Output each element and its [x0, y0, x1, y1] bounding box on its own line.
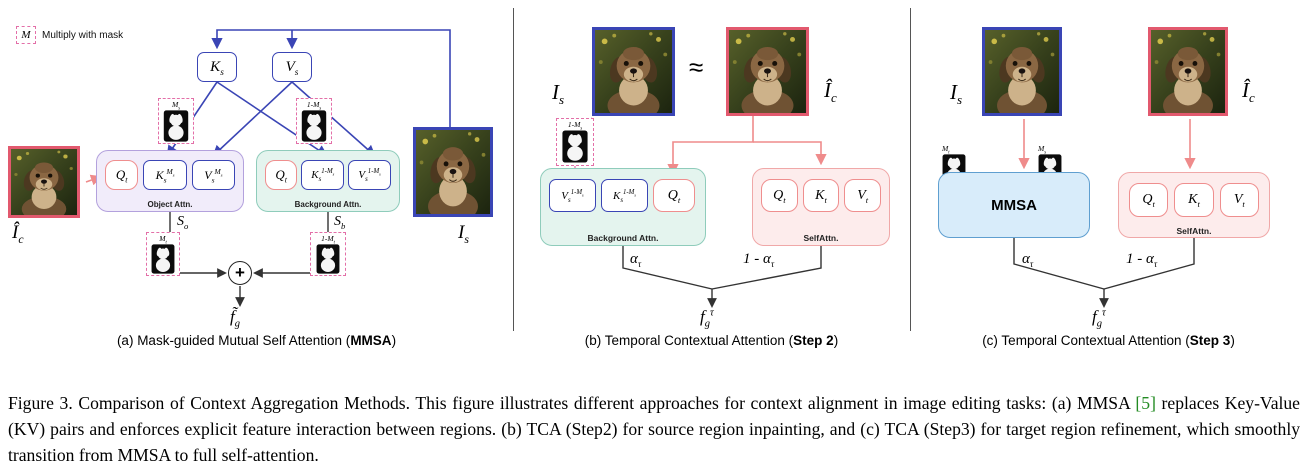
edited-image	[8, 146, 80, 218]
value-source-box: Vs	[272, 52, 312, 82]
mmsa-block: MMSA	[938, 172, 1090, 238]
object-attn-label: Object Attn.	[147, 200, 193, 209]
sum-operator: +	[228, 261, 252, 285]
panel-a-caption: (a) Mask-guided Mutual Self Attention (M…	[116, 333, 397, 348]
mask-thumbnail-ms: Ms	[158, 98, 194, 144]
self-attn-label: SelfAttn.	[803, 233, 839, 243]
background-attn-label: Background Attn.	[587, 233, 659, 243]
puppy-photo	[416, 130, 490, 214]
mask-legend-label: Multiply with mask	[42, 30, 124, 41]
mask-thumbnail-1mt: 1-Mt	[310, 232, 346, 276]
mask-thumbnail-ms: Ms	[1038, 144, 1068, 188]
value-box: Vt	[1219, 183, 1259, 217]
one-minus-alpha-label: 1 - ατ	[743, 251, 775, 270]
query-box: Qt	[653, 179, 695, 212]
query-box: Qt	[761, 179, 798, 212]
masked-value-box: VsMs	[191, 160, 236, 190]
self-attn-block: Qt Kt Vt SelfAttn.	[1118, 172, 1270, 238]
masked-key-box: Ks1-Ms	[301, 160, 345, 190]
mask-thumbnail-1ms: 1-Ms	[296, 98, 332, 144]
panel-b-output-label: fgτ	[700, 307, 714, 330]
object-score-label: So	[177, 214, 189, 231]
alpha-weight-label: ατ	[1022, 251, 1034, 270]
key-box: Kt	[802, 179, 840, 212]
mask-silhouette	[163, 109, 189, 142]
object-attn-block: Qt KsMs VsMs Object Attn.	[96, 150, 244, 212]
mask-thumbnail-mt: Mt	[942, 144, 972, 188]
query-box: Qt	[105, 160, 139, 190]
source-image-label: Is	[458, 222, 469, 246]
background-score-label: Sb	[334, 214, 346, 231]
puppy-photo	[1151, 30, 1225, 113]
one-minus-alpha-label: 1 - ατ	[1126, 251, 1158, 270]
figure-caption: Figure 3. Comparison of Context Aggregat…	[8, 390, 1300, 466]
key-source-box: Ks	[197, 52, 237, 82]
masked-key-box: KsMs	[143, 160, 187, 190]
edited-image	[1148, 27, 1228, 116]
alpha-weight-label: ατ	[630, 251, 642, 270]
mask-silhouette	[562, 129, 588, 163]
mask-silhouette	[316, 243, 340, 274]
puppy-photo	[595, 30, 672, 113]
key-box: Kt	[1174, 183, 1214, 217]
query-box: Qt	[265, 160, 298, 190]
source-image-label: Is	[950, 80, 963, 108]
background-attn-block: Vs1-Ms Ks1-Ms Qt Background Attn.	[540, 168, 706, 246]
mask-legend-symbol: M	[16, 26, 36, 44]
panel-a-output-label: f̃g	[230, 307, 240, 330]
puppy-photo	[985, 30, 1059, 113]
background-attn-block: Qt Ks1-Ms Vs1-Ms Background Attn.	[256, 150, 400, 212]
source-image	[413, 127, 493, 217]
caption-text-after: replaces Key-Value (KV) pairs and enforc…	[8, 392, 1300, 466]
self-attn-block: Qt Kt Vt SelfAttn.	[752, 168, 890, 246]
panel-c-caption: (c) Temporal Contextual Attention (Step …	[982, 333, 1235, 348]
puppy-photo	[729, 30, 806, 113]
mask-silhouette	[151, 243, 175, 274]
mask-silhouette	[301, 109, 327, 142]
masked-value-box: Vs1-Ms	[549, 179, 596, 212]
panel-c-output-label: fgτ	[1092, 307, 1106, 330]
mask-thumbnail-1ms: 1-Ms	[556, 118, 594, 166]
source-image-label: Is	[552, 80, 565, 108]
source-image	[982, 27, 1062, 116]
value-box: Vt	[844, 179, 882, 212]
mask-thumbnail-mt: Mt	[146, 232, 180, 276]
caption-text-before: Figure 3. Comparison of Context Aggregat…	[8, 392, 1136, 413]
citation-link[interactable]: [5]	[1135, 392, 1156, 413]
background-attn-label: Background Attn.	[294, 200, 362, 209]
panel-b-caption: (b) Temporal Contextual Attention (Step …	[584, 333, 839, 348]
approx-symbol: ≈	[689, 52, 704, 82]
masked-key-box: Ks1-Ms	[601, 179, 648, 212]
self-attn-label: SelfAttn.	[1176, 226, 1212, 236]
edited-image	[726, 27, 809, 116]
masked-value-box: Vs1-Ms	[348, 160, 391, 190]
edited-image-label: Îc	[1242, 78, 1255, 106]
edited-image-label: Îc	[12, 222, 24, 246]
puppy-photo	[11, 149, 77, 215]
edited-image-label: Îc	[824, 78, 837, 106]
source-image	[592, 27, 675, 116]
query-box: Qt	[1129, 183, 1169, 217]
